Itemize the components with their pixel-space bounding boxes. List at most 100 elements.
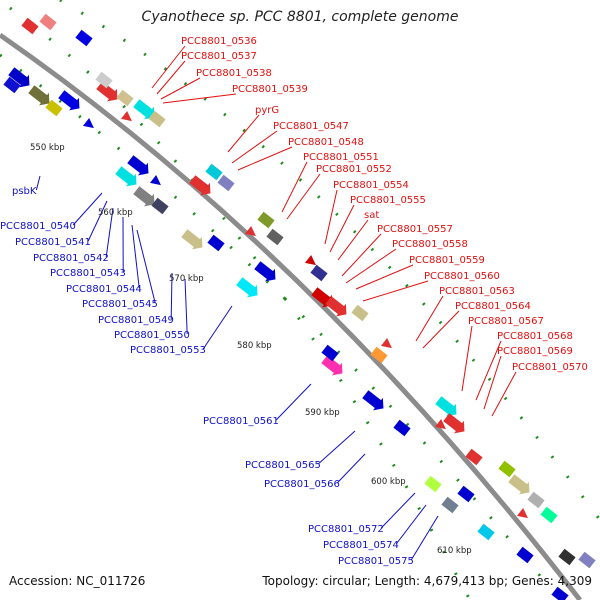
callout-line-plus-21: [491, 371, 517, 417]
gene-feature-13: [304, 254, 316, 266]
gene-feature-28: [540, 506, 558, 524]
scale-label-2: 570 kbp: [169, 274, 204, 284]
callout-line-minus-5: [131, 224, 140, 289]
gene-label-minus-15: PCC8801_0575: [338, 556, 414, 567]
gene-feature-18: [370, 346, 388, 364]
callout-line-plus-13: [345, 248, 397, 284]
gene-label-minus-6: PCC8801_0545: [82, 299, 158, 310]
gene-feature-32: [28, 85, 50, 106]
gene-feature-9: [217, 174, 235, 192]
gene-feature-25: [498, 460, 516, 478]
gene-feature-46: [321, 355, 343, 376]
gene-feature-24: [508, 474, 530, 495]
gene-label-plus-17: PCC8801_0564: [455, 301, 531, 312]
gene-label-plus-21: PCC8801_0570: [512, 362, 588, 373]
gene-feature-14: [310, 264, 328, 282]
callout-line-minus-15: [410, 515, 439, 561]
gene-feature-0: [21, 17, 39, 35]
gene-label-plus-16: PCC8801_0563: [439, 286, 515, 297]
gene-feature-3: [116, 89, 134, 107]
gene-feature-29: [558, 548, 576, 566]
callout-line-plus-16: [415, 295, 444, 342]
gene-feature-10: [257, 211, 275, 229]
gene-feature-49: [393, 419, 411, 437]
callout-lines-layer: [35, 45, 517, 561]
gene-label-minus-14: PCC8801_0574: [323, 540, 399, 551]
callout-line-minus-2: [87, 200, 108, 242]
callout-line-plus-5: [231, 130, 278, 164]
gene-feature-42: [181, 229, 203, 250]
gene-feature-33: [45, 99, 63, 117]
gene-label-minus-3: PCC8801_0542: [33, 253, 109, 264]
map-title: Cyanothece sp. PCC 8801, complete genome: [141, 9, 459, 25]
gene-feature-48: [362, 390, 384, 411]
gene-label-minus-2: PCC8801_0541: [15, 237, 91, 248]
gene-feature-36: [3, 76, 21, 94]
callout-line-minus-6: [136, 229, 156, 304]
gene-feature-30: [578, 551, 596, 569]
callout-line-minus-1: [72, 192, 103, 226]
gene-label-minus-13: PCC8801_0572: [308, 524, 384, 535]
callout-line-plus-11: [337, 219, 369, 261]
callout-line-plus-9: [324, 189, 338, 245]
gene-feature-1: [39, 13, 57, 31]
gene-feature-34: [58, 90, 80, 111]
gene-feature-52: [441, 496, 459, 514]
gene-feature-37: [127, 155, 149, 176]
callout-line-minus-12: [336, 453, 366, 484]
gene-label-plus-7: PCC8801_0551: [303, 152, 379, 163]
gene-label-plus-5: PCC8801_0547: [273, 121, 349, 132]
gene-feature-26: [527, 491, 545, 509]
gene-feature-43: [207, 234, 225, 252]
callout-line-plus-2: [160, 77, 201, 100]
callout-line-minus-11: [317, 430, 356, 465]
callout-line-plus-14: [355, 264, 414, 290]
callout-line-minus-8: [184, 278, 188, 335]
gene-label-plus-18: PCC8801_0567: [468, 316, 544, 327]
gene-label-minus-4: PCC8801_0543: [50, 268, 126, 279]
accession-label: Accession: NC_011726: [9, 574, 146, 588]
gene-label-plus-2: PCC8801_0538: [196, 68, 272, 79]
gene-features-layer: [3, 13, 596, 600]
tick-track-mid: [0, 53, 562, 600]
scale-label-3: 580 kbp: [237, 341, 272, 351]
callout-line-plus-4: [227, 114, 260, 153]
callout-line-plus-7: [281, 161, 308, 213]
gene-feature-47: [321, 344, 339, 362]
gene-feature-7: [205, 163, 223, 181]
scale-label-1: 560 kbp: [98, 208, 133, 218]
gene-feature-35: [82, 117, 94, 129]
gene-label-plus-13: PCC8801_0558: [392, 239, 468, 250]
gene-label-minus-9: PCC8801_0553: [130, 345, 206, 356]
gene-feature-22: [434, 418, 446, 430]
scale-label-4: 590 kbp: [305, 408, 340, 418]
gene-label-plus-11: sat: [364, 210, 379, 221]
gene-label-plus-12: PCC8801_0557: [377, 224, 453, 235]
gene-label-plus-14: PCC8801_0559: [409, 255, 485, 266]
gene-label-minus-10: PCC8801_0561: [203, 416, 279, 427]
gene-feature-39: [149, 174, 161, 186]
gene-label-plus-4: pyrG: [255, 105, 279, 116]
gene-label-plus-0: PCC8801_0536: [181, 36, 257, 47]
gene-feature-17: [351, 304, 369, 322]
callout-line-plus-1: [156, 60, 186, 95]
gene-feature-57: [75, 29, 93, 47]
callout-line-plus-3: [162, 93, 237, 104]
callout-line-minus-0: [35, 175, 41, 191]
gene-label-minus-5: PCC8801_0544: [66, 284, 142, 295]
gene-feature-41: [151, 197, 169, 215]
gene-label-plus-8: PCC8801_0552: [316, 164, 392, 175]
gene-label-plus-19: PCC8801_0568: [497, 331, 573, 342]
gene-label-minus-11: PCC8801_0565: [245, 460, 321, 471]
callout-line-plus-12: [341, 233, 382, 277]
gene-label-plus-10: PCC8801_0555: [350, 195, 426, 206]
gene-feature-54: [516, 546, 534, 564]
callout-line-minus-13: [380, 492, 416, 529]
gene-label-plus-9: PCC8801_0554: [333, 180, 409, 191]
callout-line-plus-15: [362, 280, 429, 302]
scale-label-0: 550 kbp: [30, 143, 65, 153]
gene-label-minus-1: PCC8801_0540: [0, 221, 76, 232]
gene-feature-16: [325, 296, 347, 317]
